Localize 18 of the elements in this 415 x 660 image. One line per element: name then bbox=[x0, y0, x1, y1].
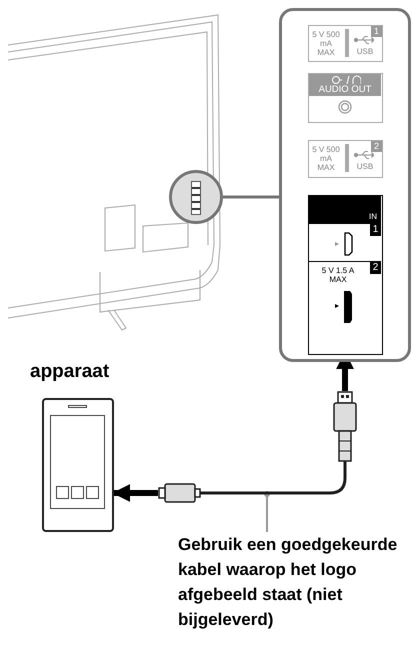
connector-panel bbox=[279, 8, 411, 362]
port-number: 1 bbox=[371, 26, 382, 37]
port-label: IN bbox=[369, 213, 377, 221]
port-label: USB bbox=[356, 163, 374, 171]
instruction-text: Gebruik een goedgekeurde kabel waarop het logo afgebeeld staat (niet bijgeleverd) bbox=[178, 534, 398, 631]
voltage-rating: 5 V 500 mA MAX bbox=[311, 30, 341, 57]
port-number: 2 bbox=[370, 262, 381, 274]
connector-line bbox=[223, 196, 279, 198]
port-number: 1 bbox=[370, 224, 381, 236]
device-label: apparaat bbox=[30, 362, 110, 381]
voltage-rating: 5 V 1.5 A MAX bbox=[320, 266, 356, 284]
zoom-circle bbox=[169, 170, 223, 224]
port-number: 2 bbox=[371, 141, 382, 152]
leader-line bbox=[264, 491, 270, 532]
voltage-rating: 5 V 500 mA MAX bbox=[311, 145, 341, 172]
port-label: AUDIO OUT bbox=[318, 85, 372, 94]
arrow bbox=[112, 484, 158, 502]
port-label: USB bbox=[356, 48, 374, 56]
